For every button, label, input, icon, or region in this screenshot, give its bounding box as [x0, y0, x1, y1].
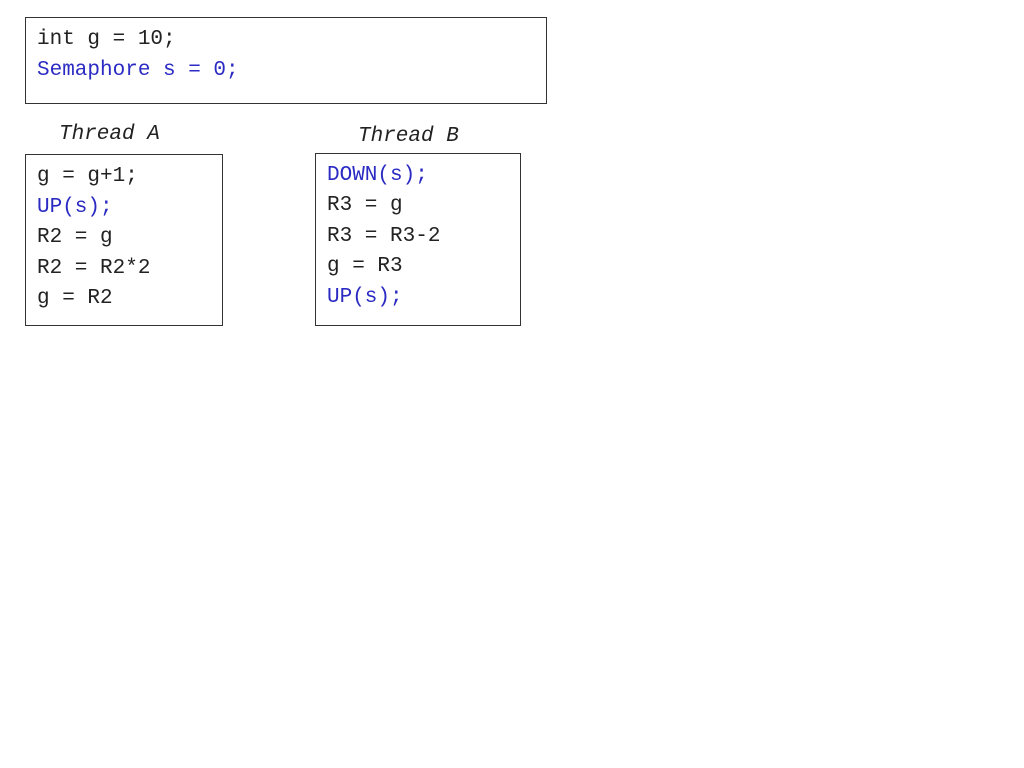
thread-a-line-2: UP(s);: [37, 196, 113, 219]
thread-b-title: Thread B: [358, 125, 459, 148]
code-line-int-g: int g = 10;: [37, 28, 176, 51]
globals-code-box: int g = 10; Semaphore s = 0;: [25, 17, 547, 104]
thread-b-line-5: UP(s);: [327, 286, 403, 309]
thread-b-line-2: R3 = g: [327, 194, 403, 217]
thread-a-line-1: g = g+1;: [37, 165, 138, 188]
thread-a-title: Thread A: [59, 123, 160, 146]
thread-b-code-box: DOWN(s); R3 = g R3 = R3-2 g = R3 UP(s);: [315, 153, 521, 326]
thread-b-line-4: g = R3: [327, 255, 403, 278]
thread-b-line-1: DOWN(s);: [327, 164, 428, 187]
thread-b-line-3: R3 = R3-2: [327, 225, 441, 248]
thread-a-code-box: g = g+1; UP(s); R2 = g R2 = R2*2 g = R2: [25, 154, 223, 326]
thread-a-line-4: R2 = R2*2: [37, 257, 151, 280]
code-line-semaphore: Semaphore s = 0;: [37, 59, 239, 82]
thread-a-line-3: R2 = g: [37, 226, 113, 249]
thread-a-line-5: g = R2: [37, 287, 113, 310]
